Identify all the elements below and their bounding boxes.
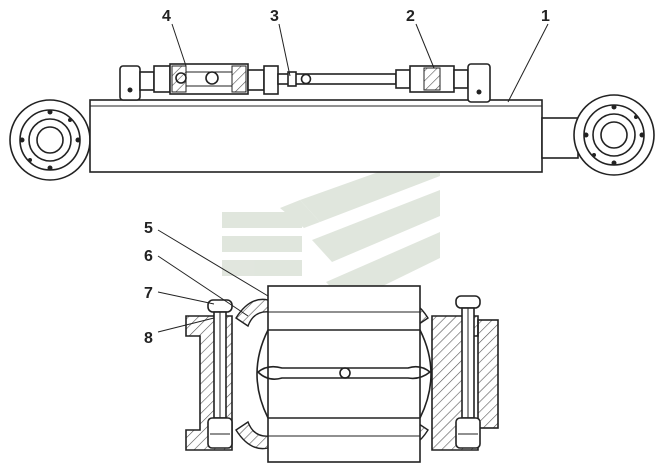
callout-3: 3 (270, 8, 279, 25)
callout-1: 1 (541, 8, 550, 25)
callout-2: 2 (406, 8, 415, 25)
pipe-coupling (395, 65, 469, 93)
callout-5: 5 (144, 220, 153, 237)
spherical-bearing (256, 285, 432, 463)
callouts: 1 2 3 4 5 6 7 8 (144, 8, 550, 347)
callout-8: 8 (144, 330, 153, 347)
right-elbow-fitting (467, 63, 491, 103)
left-eye (9, 99, 91, 181)
bearing-section (185, 285, 499, 463)
left-elbow-fitting (119, 65, 155, 101)
right-eye (573, 94, 655, 176)
cylinder-barrel (89, 99, 543, 173)
watermark-logo (222, 150, 440, 304)
connecting-pipe (277, 71, 397, 87)
callout-7: 7 (144, 285, 153, 302)
right-bolts (455, 295, 481, 449)
left-bolts (207, 299, 233, 449)
hydraulic-cylinder (9, 63, 655, 181)
piston-rod (541, 117, 579, 159)
valve-block (153, 63, 279, 95)
callout-6: 6 (144, 248, 153, 265)
callout-4: 4 (162, 8, 171, 25)
